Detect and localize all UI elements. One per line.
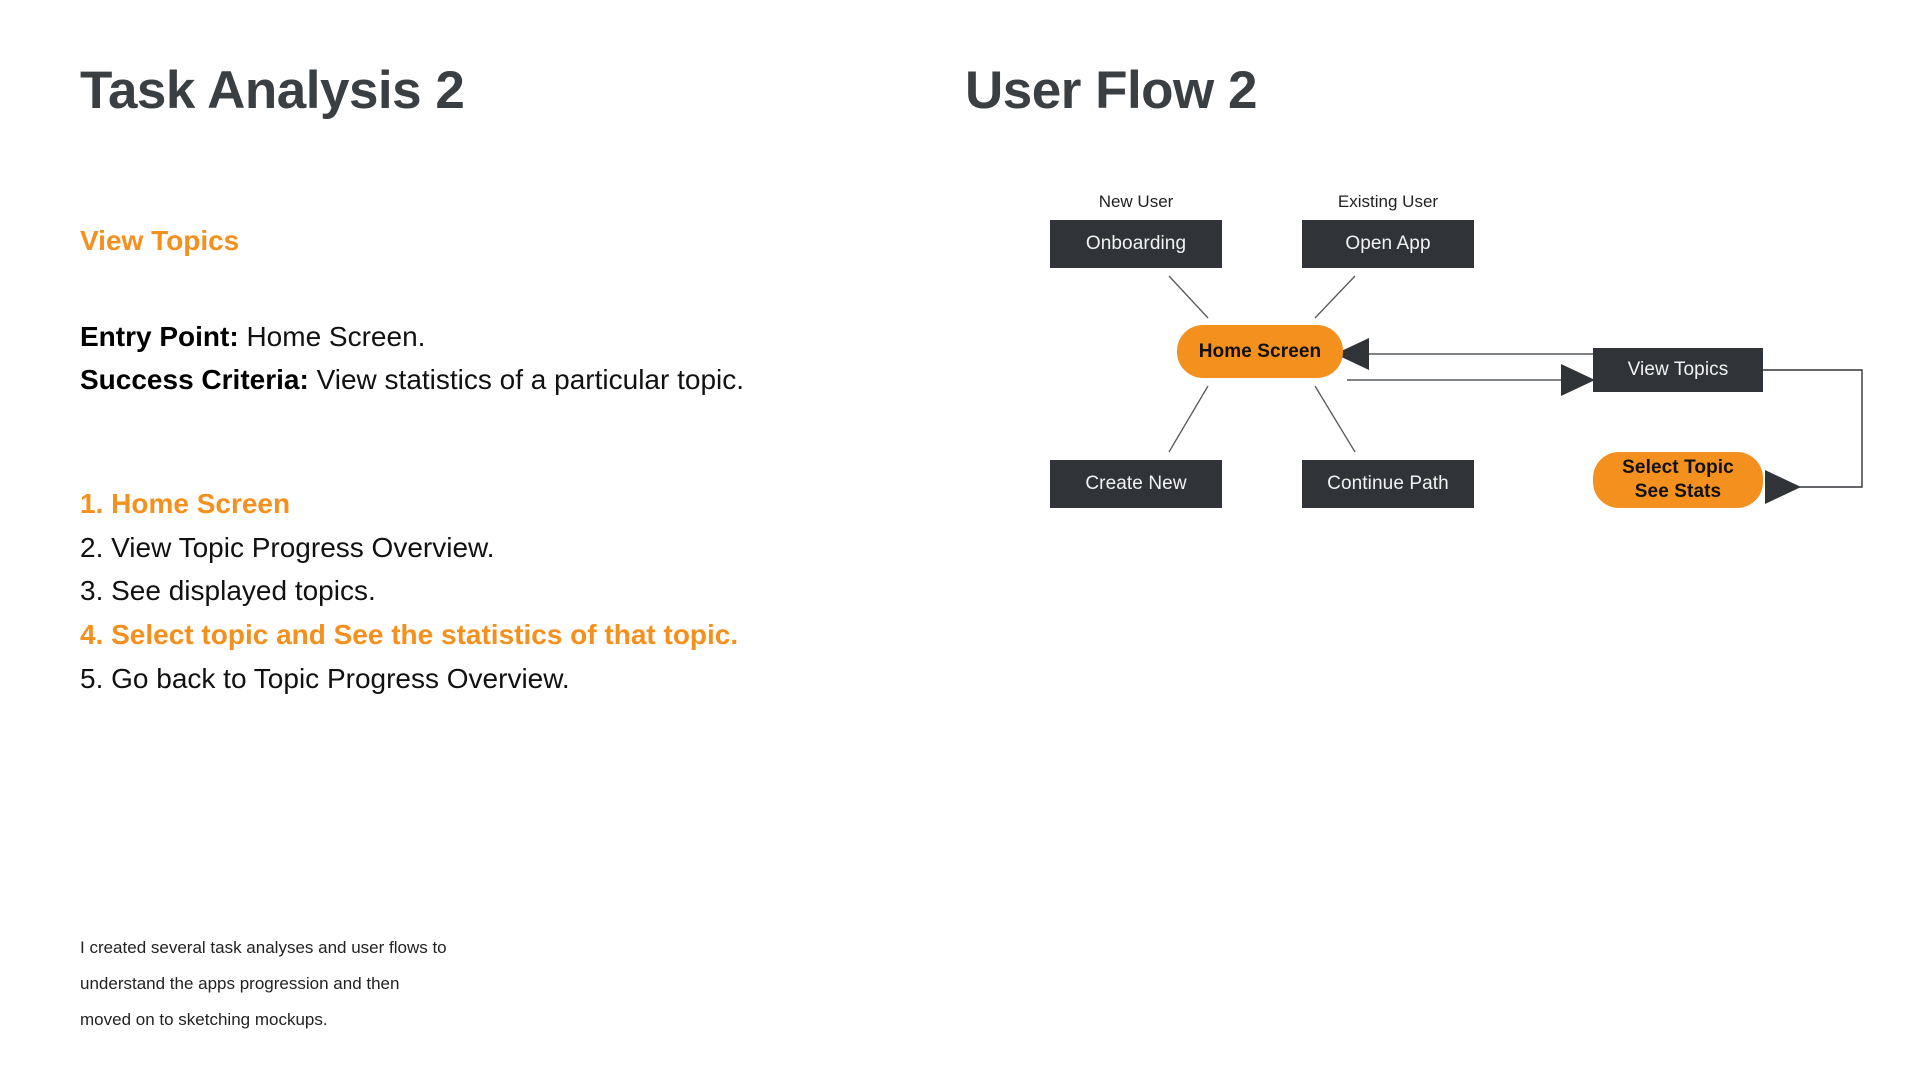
task-analysis-panel: Task Analysis 2 View Topics Entry Point:…	[80, 0, 940, 1080]
caption-line: I created several task analyses and user…	[80, 938, 447, 957]
connector-onboarding-to-home	[1168, 275, 1209, 319]
flow-node-home-screen[interactable]: Home Screen	[1177, 325, 1343, 378]
list-item: 4. Select topic and See the statistics o…	[80, 619, 739, 651]
list-item: 5. Go back to Topic Progress Overview.	[80, 662, 570, 694]
connector-open-app-to-home	[1314, 275, 1356, 319]
connector-loop-view-topics-select-topic	[1763, 369, 1863, 488]
flow-node-create-new[interactable]: Create New	[1050, 460, 1222, 508]
arrowhead-select-topic	[1765, 470, 1801, 504]
meta-entry-point-value: Home Screen.	[238, 321, 426, 352]
flow-node-select-topic-see-stats[interactable]: Select Topic See Stats	[1593, 452, 1763, 508]
list-item: 1. Home Screen	[80, 488, 291, 519]
caption-line: moved on to sketching mockups.	[80, 1010, 328, 1030]
section-label-view-topics: View Topics	[80, 225, 240, 256]
meta-success-criteria: Success Criteria: View statistics of a p…	[80, 358, 940, 401]
flow-node-select-topic-line2: See Stats	[1634, 481, 1722, 502]
meta-entry-point: Entry Point: Home Screen.	[80, 315, 940, 358]
meta-success-criteria-label: Success Criteria:	[80, 364, 309, 396]
flow-node-continue-path[interactable]: Continue Path	[1302, 460, 1474, 508]
caption-block: I created several task analyses and user…	[80, 930, 700, 1038]
flow-node-open-app[interactable]: Open App	[1302, 220, 1474, 268]
list-item: 3. See displayed topics.	[80, 575, 376, 607]
flow-node-onboarding[interactable]: Onboarding	[1050, 220, 1222, 268]
column-label-new-user: New User	[1098, 192, 1174, 211]
arrowhead-into-view-topics	[1561, 364, 1595, 396]
flow-node-view-topics[interactable]: View Topics	[1593, 348, 1763, 392]
user-flow-diagram: New User Existing User Onboarding Open A…	[965, 0, 1920, 560]
task-steps-list: 1. Home Screen 2. View Topic Progress Ov…	[80, 482, 960, 700]
connector-home-to-create-new	[1168, 385, 1209, 453]
user-flow-title: User Flow 2	[965, 61, 1257, 120]
meta-success-criteria-value: View statistics of a particular topic.	[308, 364, 745, 396]
page-title: Task Analysis 2	[80, 61, 465, 120]
connector-home-to-continue-path	[1314, 385, 1356, 453]
meta-entry-point-label: Entry Point:	[80, 321, 239, 352]
meta-block: Entry Point: Home Screen. Success Criter…	[80, 315, 940, 402]
caption-line: understand the apps progression and then	[80, 974, 400, 994]
column-label-existing-user: Existing User	[1337, 192, 1439, 211]
flow-node-select-topic-line1: Select Topic	[1622, 457, 1734, 479]
user-flow-panel: User Flow 2 New User Ex	[965, 0, 1920, 1080]
list-item: 2. View Topic Progress Overview.	[80, 531, 495, 563]
